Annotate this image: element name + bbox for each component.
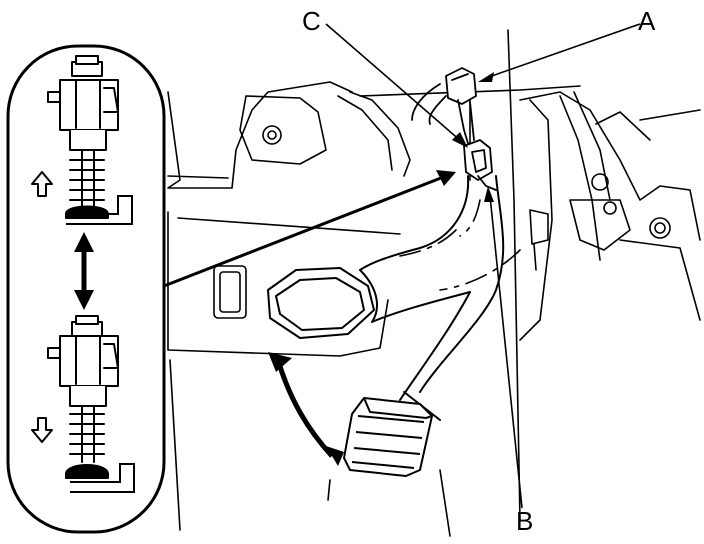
callout-label-b: B <box>516 506 533 536</box>
inset-pedal-plate-lower <box>70 463 135 493</box>
brake-pedal-arm <box>359 175 505 421</box>
pedal-bracket <box>519 91 701 341</box>
hidden-lines <box>399 199 521 291</box>
pedal-travel-arrow <box>268 352 344 466</box>
callout-b-leader <box>484 186 523 509</box>
down-arrow-icon <box>31 417 53 443</box>
brake-switch-assembly <box>411 67 497 191</box>
brake-pedal-pad <box>343 397 433 477</box>
pedal-stop-boss <box>267 267 375 339</box>
inset-pedal-plate-upper <box>66 195 133 225</box>
dash-body-outline <box>167 29 581 537</box>
callout-label-a: A <box>638 6 656 36</box>
inset-switch-lower <box>47 315 119 479</box>
callout-label-c: C <box>302 6 321 36</box>
transition-double-arrow-icon <box>74 232 94 310</box>
callout-c-leader <box>325 23 468 148</box>
up-arrow-icon <box>31 171 53 197</box>
inset-leader-arrow <box>163 170 456 288</box>
callout-a-leader <box>478 23 641 82</box>
inset-switch-upper <box>47 55 119 219</box>
